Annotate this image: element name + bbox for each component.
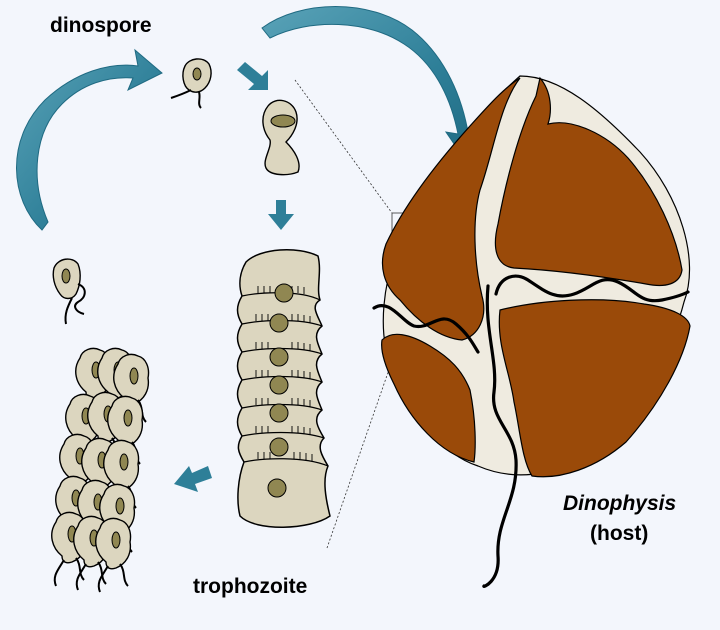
cycle-arrow-top-icon [261, 6, 481, 162]
dinospore-cell [170, 58, 212, 109]
trophozoite-cell [236, 249, 331, 528]
step-arrow-3-icon [174, 466, 212, 492]
attached-cell [262, 99, 300, 176]
released-dinospore [52, 258, 86, 325]
transverse-flagellum [372, 304, 480, 354]
label-trophozoite: trophozoite [193, 575, 308, 598]
cycle-arrow-left-icon [16, 48, 163, 231]
longitudinal-flagellum [482, 284, 518, 588]
transverse-flagellum-right [494, 274, 690, 303]
step-arrow-2-icon [268, 200, 294, 230]
step-arrow-1-icon [237, 62, 268, 90]
label-host-role: (host) [590, 522, 649, 545]
dinospore-chains [50, 347, 150, 593]
label-host-name: Dinophysis [563, 492, 677, 515]
label-dinospore: dinospore [50, 14, 152, 37]
dinophysis-host [372, 75, 691, 588]
